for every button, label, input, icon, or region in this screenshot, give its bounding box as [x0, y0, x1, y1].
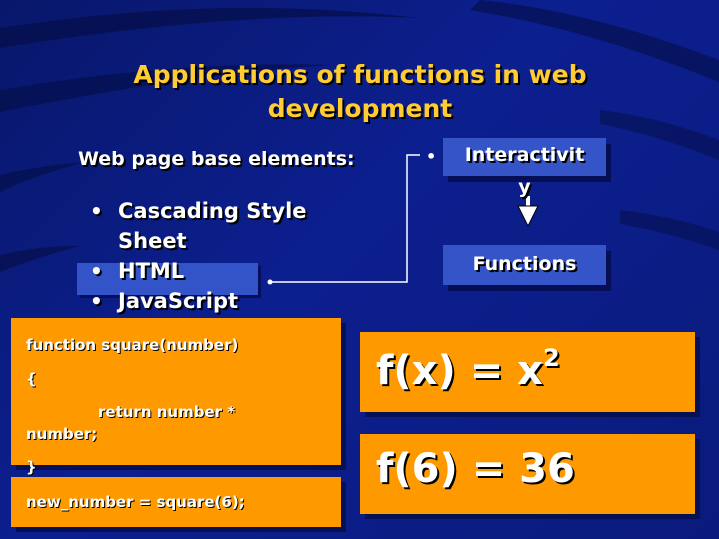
- code-line-5: }: [26, 458, 37, 476]
- list-item-javascript: JavaScript: [90, 286, 350, 316]
- list-item-html: HTML: [90, 256, 350, 286]
- code-box: function square(number) { return number …: [11, 318, 341, 476]
- list-item-css: Cascading Style Sheet: [90, 196, 350, 256]
- code-line-1: function square(number): [26, 336, 239, 354]
- code-line-4: number;: [26, 425, 98, 443]
- functions-box: Functions: [443, 245, 606, 285]
- interactivity-label: Interactivit: [464, 144, 585, 166]
- code-line-2: {: [26, 370, 37, 388]
- functions-label: Functions: [472, 253, 577, 275]
- code-call-line: new_number = square(6);: [26, 493, 245, 511]
- formula-box-2: f(6) = 36: [360, 434, 695, 514]
- interactivity-label-wrap: y: [518, 176, 531, 198]
- code-call-box: new_number = square(6);: [11, 477, 341, 527]
- formula-box-1: f(x) = x2: [360, 332, 695, 412]
- slide-title: Applications of functions in web develop…: [133, 60, 587, 123]
- base-elements-list: Cascading Style Sheet HTML JavaScript: [90, 196, 350, 316]
- code-line-3: return number *: [98, 403, 236, 421]
- formula-1-base: f(x) = x: [376, 348, 543, 394]
- formula-1-exponent: 2: [542, 344, 560, 372]
- base-elements-heading: Web page base elements:: [78, 148, 355, 170]
- interactivity-box: Interactivit: [443, 138, 606, 176]
- formula-1: f(x) = x2: [376, 344, 560, 394]
- interactivity-bullet: •: [426, 147, 437, 166]
- formula-2: f(6) = 36: [376, 446, 575, 492]
